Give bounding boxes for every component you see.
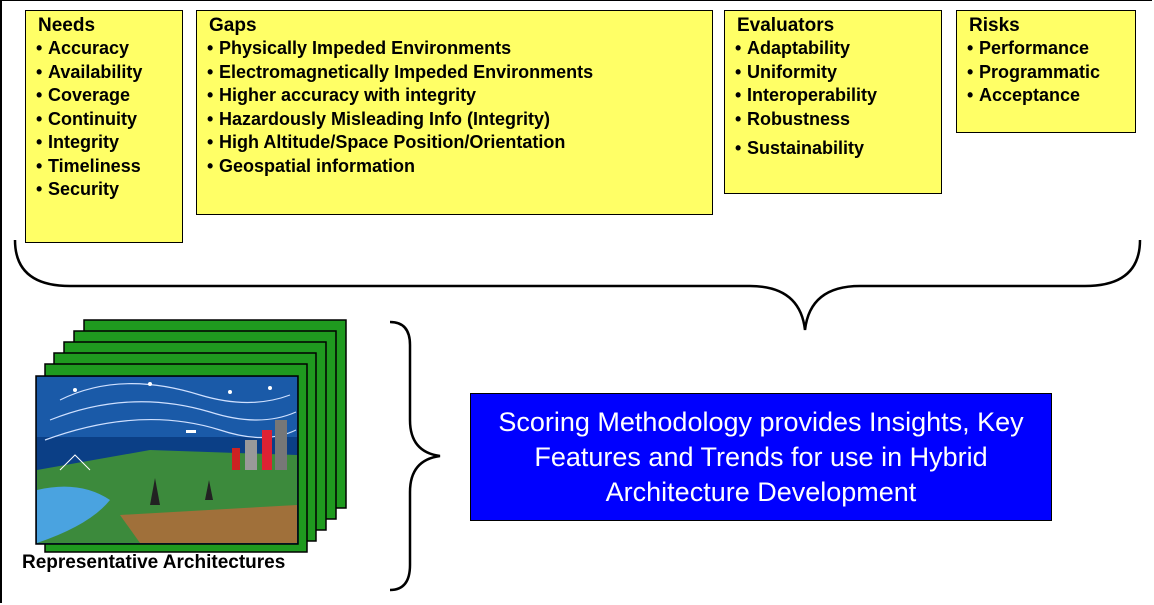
- evaluators-item: Robustness: [735, 108, 941, 132]
- evaluators-item: Sustainability: [735, 137, 941, 161]
- needs-item: Continuity: [36, 108, 182, 132]
- top-curly-brace: [13, 239, 1142, 331]
- gaps-title: Gaps: [209, 15, 257, 36]
- needs-item: Timeliness: [36, 155, 182, 179]
- evaluators-title: Evaluators: [737, 15, 835, 36]
- gaps-item: Geospatial information: [207, 155, 712, 179]
- architecture-curly-brace: [389, 320, 441, 592]
- gaps-item: Hazardously Misleading Info (Integrity): [207, 108, 712, 132]
- scoring-methodology-box: Scoring Methodology provides Insights, K…: [470, 393, 1052, 521]
- needs-item: Coverage: [36, 84, 182, 108]
- gaps-item: Higher accuracy with integrity: [207, 84, 712, 108]
- scoring-methodology-text: Scoring Methodology provides Insights, K…: [498, 406, 1024, 507]
- risks-title: Risks: [969, 15, 1020, 36]
- evaluators-item: Adaptability: [735, 37, 941, 61]
- gaps-item: Electromagnetically Impeded Environments: [207, 61, 712, 85]
- evaluators-item: Interoperability: [735, 84, 941, 108]
- evaluators-item: Uniformity: [735, 61, 941, 85]
- gaps-box: Gaps Physically Impeded Environments Ele…: [196, 10, 713, 215]
- needs-item: Accuracy: [36, 37, 182, 61]
- needs-item: Integrity: [36, 131, 182, 155]
- needs-title: Needs: [38, 15, 96, 36]
- gaps-item: High Altitude/Space Position/Orientation: [207, 131, 712, 155]
- evaluators-box: Evaluators Adaptability Uniformity Inter…: [724, 10, 942, 194]
- needs-item: Security: [36, 178, 182, 202]
- needs-box: Needs Accuracy Availability Coverage Con…: [25, 10, 183, 243]
- risks-item: Acceptance: [967, 84, 1135, 108]
- gaps-item: Physically Impeded Environments: [207, 37, 712, 61]
- risks-box: Risks Performance Programmatic Acceptanc…: [956, 10, 1136, 133]
- risks-item: Performance: [967, 37, 1135, 61]
- risks-item: Programmatic: [967, 61, 1135, 85]
- needs-item: Availability: [36, 61, 182, 85]
- architecture-scene-image: [35, 375, 299, 545]
- architectures-caption: Representative Architectures: [22, 552, 286, 573]
